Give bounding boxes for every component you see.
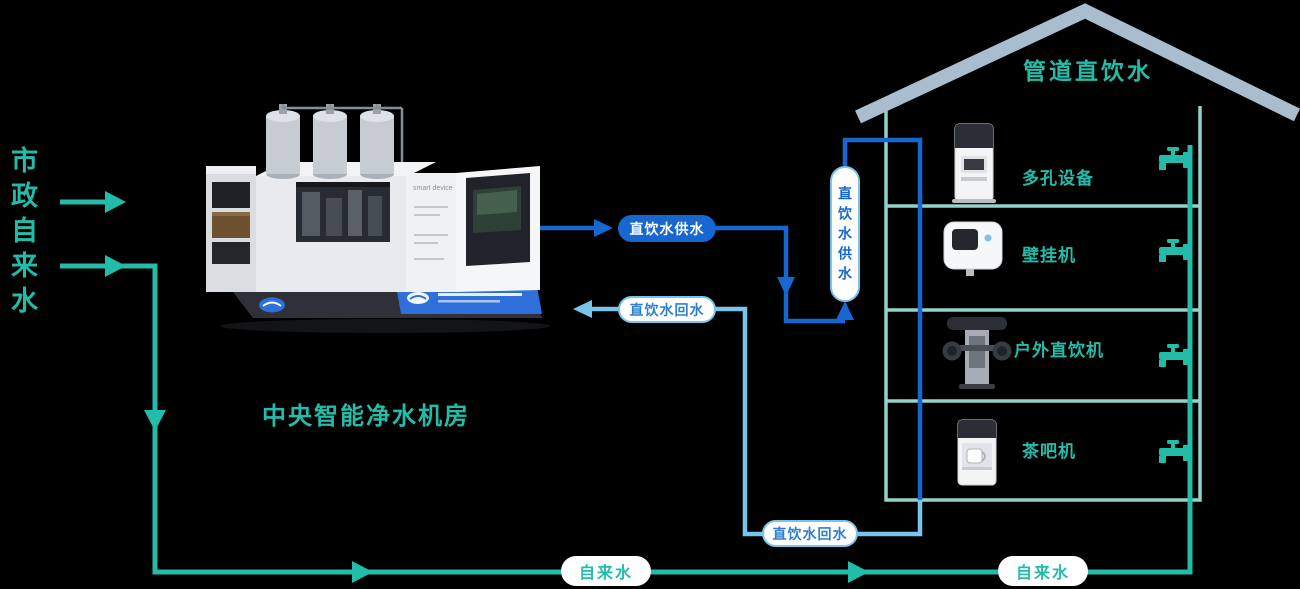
machine-illustration [206, 104, 550, 333]
arrow-down-icon [144, 410, 166, 431]
house-roof-icon [855, 3, 1300, 124]
tap-water-pill-right: 自来水 [998, 556, 1088, 586]
tap-water-pill-left: 自来水 [561, 556, 651, 586]
arrow-right-icon [105, 255, 126, 277]
floor4-device-label: 茶吧机 [1022, 442, 1076, 461]
house-outline [884, 106, 1202, 502]
arrow-left-icon [573, 300, 592, 318]
arrow-down-icon [777, 277, 795, 296]
piped-water-title: 管道直饮水 [1023, 58, 1153, 84]
supply-flow-lines [540, 137, 923, 500]
tap-water-arrows [105, 191, 869, 583]
arrow-right-icon [105, 191, 126, 213]
supply-water-vertical-pill: 直饮水供水 [830, 166, 860, 302]
supply-water-pill: 直饮水供水 [618, 215, 716, 242]
arrow-right-icon [352, 561, 373, 583]
machine-panel-text: smart device [413, 185, 453, 192]
floor3-device-label: 户外直饮机 [1014, 341, 1104, 360]
return-flow-lines [592, 306, 923, 537]
return-water-bottom-pill: 直饮水回水 [762, 520, 858, 547]
tea-bar-machine-illustration [957, 419, 997, 486]
return-water-pill: 直饮水回水 [618, 296, 716, 323]
water-dispenser-illustration [952, 123, 996, 203]
faucet-icon [1159, 147, 1190, 170]
plant-room-label: 中央智能净水机房 [262, 403, 470, 430]
floor2-device-label: 壁挂机 [1022, 246, 1076, 265]
outdoor-fountain-illustration [942, 317, 1012, 389]
faucet-icon [1159, 344, 1190, 367]
floor1-device-label: 多孔设备 [1022, 169, 1094, 188]
arrow-right-icon [848, 561, 869, 583]
arrow-up-icon [836, 301, 854, 320]
faucet-icon [1159, 239, 1190, 262]
wall-mounted-unit-illustration [943, 221, 1003, 276]
faucet-icon [1159, 440, 1190, 463]
supply-arrows [594, 219, 854, 320]
municipal-water-label: 市政自来水 [7, 146, 37, 321]
arrow-right-icon [594, 219, 613, 237]
